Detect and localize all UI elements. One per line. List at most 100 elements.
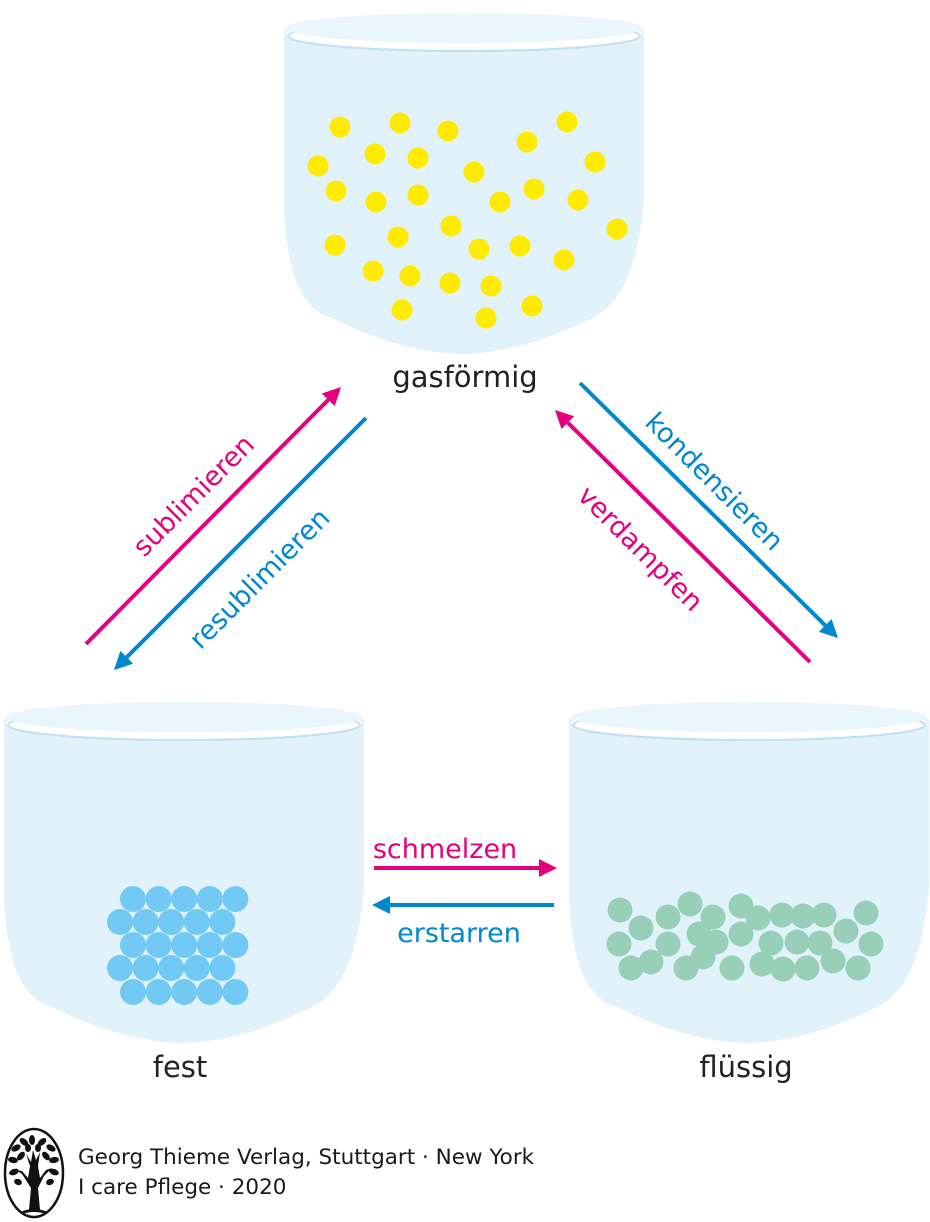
liquid-particle <box>858 931 884 957</box>
process-label-kondensieren: kondensieren <box>639 407 789 557</box>
liquid-particle <box>820 948 846 974</box>
gas-particle <box>567 189 589 211</box>
gas-particle <box>463 161 485 183</box>
liquid-particle <box>784 929 810 955</box>
state-label-solid: fest <box>153 1050 208 1084</box>
gas-particle <box>399 265 421 287</box>
arrow-kondensieren-line <box>578 381 827 627</box>
solid-particle <box>120 979 146 1005</box>
solid-particle <box>183 955 210 981</box>
solid-particle <box>145 932 172 958</box>
solid-particle <box>209 909 236 935</box>
arrow-schmelzen <box>374 859 557 877</box>
solid-particle <box>183 909 210 935</box>
solid-particle <box>209 955 236 981</box>
arrow-kondensieren <box>578 381 838 638</box>
liquid-particle <box>728 921 754 947</box>
process-arrows <box>84 381 838 914</box>
solid-particle <box>107 909 133 935</box>
solid-particle <box>171 979 198 1005</box>
gas-particle <box>307 155 329 177</box>
liquid-particle <box>853 900 879 926</box>
liquid-particle <box>794 955 820 981</box>
solid-particle <box>120 932 146 958</box>
process-label-erstarren: erstarren <box>397 918 521 949</box>
gas-particle <box>440 215 462 237</box>
gas-particle <box>407 147 429 169</box>
process-label-schmelzen: schmelzen <box>373 834 517 865</box>
liquid-particle <box>677 891 703 917</box>
gas-particle <box>324 234 346 256</box>
liquid-particle <box>749 951 775 977</box>
beaker-rim <box>286 13 642 43</box>
gas-particle <box>391 299 413 321</box>
solid-particle <box>196 979 223 1005</box>
gas-particle <box>475 307 497 329</box>
gas-particle <box>365 191 387 213</box>
liquid-particle <box>745 905 771 931</box>
liquid-particle <box>807 930 833 956</box>
gas-particle <box>521 295 543 317</box>
liquid-particle <box>655 931 681 957</box>
gas-particle <box>584 151 606 173</box>
gas-particle <box>439 272 461 294</box>
gas-particle <box>509 235 531 257</box>
solid-particle <box>196 932 223 958</box>
gas-particle <box>437 120 459 142</box>
beaker-rim <box>571 702 927 732</box>
liquid-particle <box>719 955 745 981</box>
arrow-verdampfen <box>555 410 812 664</box>
credit-line-1: Georg Thieme Verlag, Stuttgart · New Yor… <box>78 1145 535 1170</box>
solid-particle <box>158 955 185 981</box>
beaker-body <box>569 719 929 1043</box>
state-label-liquid: flüssig <box>699 1050 792 1084</box>
liquid-particle <box>811 902 837 928</box>
liquid-particle <box>845 955 871 981</box>
beaker-liquid <box>569 702 929 1043</box>
gas-particle <box>325 180 347 202</box>
arrow-kondensieren-head-icon <box>818 618 838 638</box>
arrow-erstarren-head-icon <box>372 896 390 914</box>
liquid-particle <box>758 930 784 956</box>
liquid-particle <box>833 918 859 944</box>
gas-particle <box>364 143 386 165</box>
gas-particle <box>556 111 578 133</box>
gas-particle <box>523 178 545 200</box>
solid-particle <box>132 909 159 935</box>
liquid-particle <box>606 931 632 957</box>
solid-particle <box>145 886 172 912</box>
liquid-particle <box>790 903 816 929</box>
arrow-verdampfen-line <box>566 421 812 664</box>
solid-particle <box>158 909 185 935</box>
process-label-verdampfen: verdampfen <box>571 480 709 618</box>
gas-particle <box>389 112 411 134</box>
liquid-particle <box>770 956 796 982</box>
liquid-particles <box>606 891 884 982</box>
gas-particle <box>387 226 409 248</box>
arrow-resublimieren <box>114 416 368 670</box>
gas-particle <box>489 191 511 213</box>
gas-particle <box>407 184 429 206</box>
liquid-particle <box>607 897 633 923</box>
solid-particles <box>107 886 249 1005</box>
gas-particle <box>329 116 351 138</box>
solid-particle <box>120 886 146 912</box>
solid-particle <box>171 932 198 958</box>
beaker-rim <box>6 702 362 732</box>
gas-particle <box>468 238 490 260</box>
arrow-verdampfen-head-icon <box>555 410 575 430</box>
arrow-sublimieren-line <box>84 398 330 646</box>
solid-particle <box>222 886 249 912</box>
liquid-particle <box>700 904 726 930</box>
solid-particle <box>222 932 249 958</box>
arrow-resublimieren-head-icon <box>114 650 134 670</box>
solid-particle <box>171 886 198 912</box>
gas-particle <box>362 260 384 282</box>
arrow-schmelzen-head-icon <box>539 859 557 877</box>
gas-particle <box>553 249 575 271</box>
liquid-particle <box>618 955 644 981</box>
gas-particles <box>307 111 628 329</box>
gas-particle <box>516 131 538 153</box>
solid-particle <box>222 979 249 1005</box>
